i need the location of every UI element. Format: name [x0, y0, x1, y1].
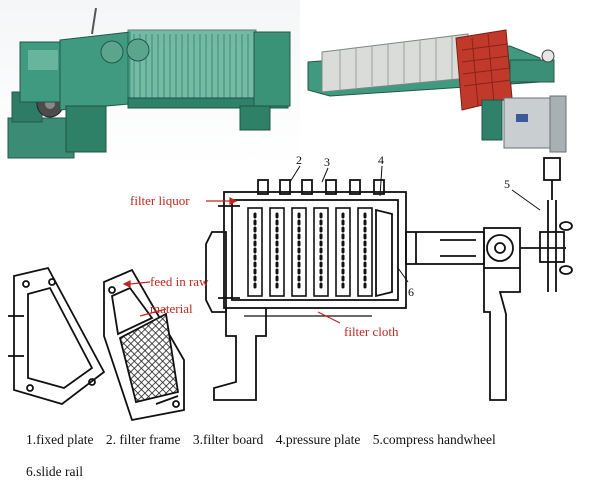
- legend-item-fixed-plate: 1.fixed plate: [26, 432, 94, 447]
- legend-item-filter-frame: 2. filter frame: [105, 432, 181, 447]
- top-bolts: [257, 179, 385, 195]
- label-num-5: 5: [504, 177, 510, 191]
- number-leaders: [289, 165, 541, 283]
- label-filter-cloth: filter cloth: [344, 324, 399, 339]
- label-filter-liquor: filter liquor: [130, 193, 190, 208]
- filter-plates: [247, 207, 373, 297]
- legend-item-slide-rail: 6.slide rail: [26, 464, 83, 479]
- label-num-4: 4: [378, 153, 384, 167]
- photo-filter-press-green: [0, 0, 300, 165]
- label-num-3: 3: [324, 155, 330, 169]
- label-num-6: 6: [408, 285, 414, 299]
- legend-item-pressure-plate: 4.pressure plate: [275, 432, 361, 447]
- label-num-2: 2: [296, 153, 302, 167]
- legend-item-filter-board: 3.filter board: [192, 432, 264, 447]
- label-feed-in-raw: feed in raw: [150, 274, 209, 289]
- callout-leaders: [122, 197, 341, 324]
- parts-legend: 1.fixed plate 2. filter frame 3.filter b…: [26, 424, 586, 488]
- photo-filter-press-red-frame: [300, 0, 600, 165]
- legend-item-compress-handwheel: 5.compress handwheel: [372, 432, 496, 447]
- exploded-plate-frame: [8, 266, 185, 422]
- label-material: material: [150, 301, 193, 316]
- schematic-drawing: [205, 157, 573, 401]
